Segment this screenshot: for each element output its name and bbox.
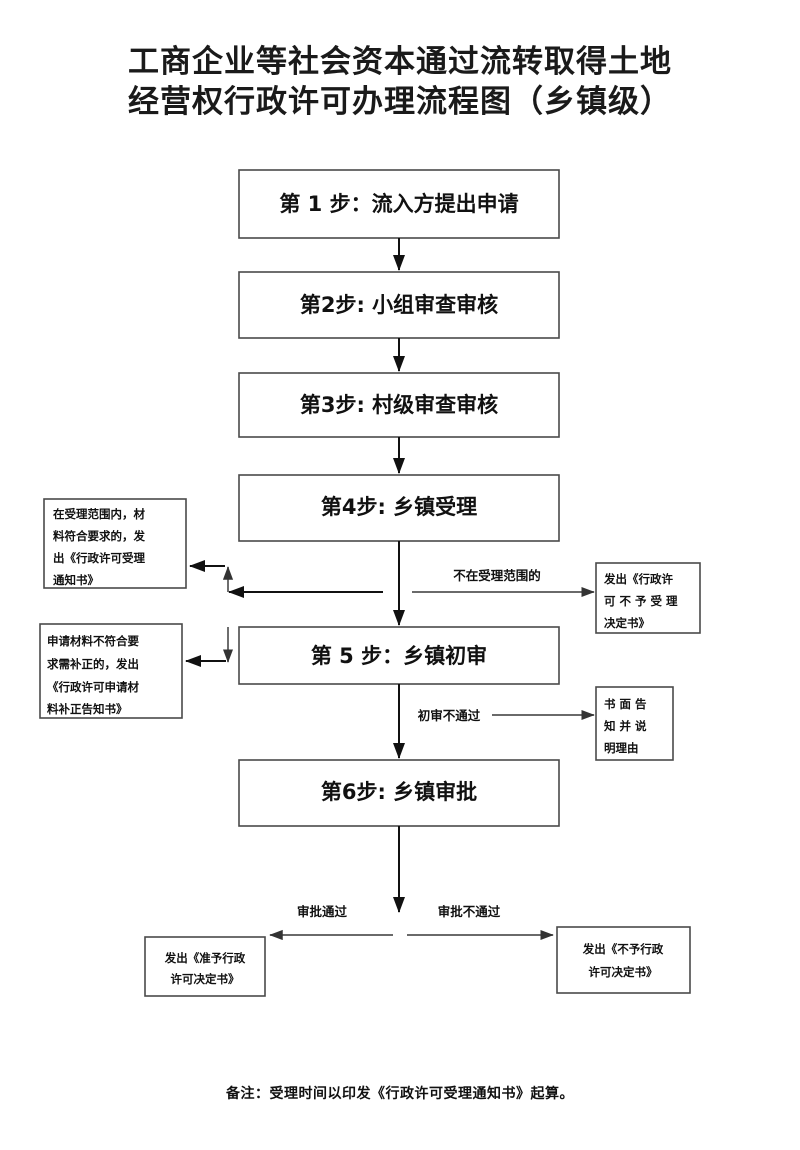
note-reject-accept-line-3: 决定书》 xyxy=(604,616,650,630)
page-title: 工商企业等社会资本通过流转取得土地 经营权行政许可办理流程图（乡镇级） xyxy=(0,42,800,122)
title-line-1: 工商企业等社会资本通过流转取得土地 xyxy=(128,44,672,80)
node-step1-label: 第 1 步：流入方提出申请 xyxy=(279,192,518,216)
node-note-grant[interactable]: 发出《准予行政 许可决定书》 xyxy=(144,936,266,997)
note-supplement-line-2: 求需补正的，发出 xyxy=(47,657,139,671)
note-reject-accept-line-2: 可 不 予 受 理 xyxy=(604,594,678,608)
note-grant-line-1: 发出《准予行政 xyxy=(164,951,246,965)
node-note-written-reason[interactable]: 书 面 告 知 并 说 明理由 xyxy=(595,686,674,761)
node-step6-label: 第6步: 乡镇审批 xyxy=(321,780,477,804)
title-line-2: 经营权行政许可办理流程图（乡镇级） xyxy=(128,84,672,120)
note-accept-line-1: 在受理范围内，材 xyxy=(53,507,145,521)
node-note-deny[interactable]: 发出《不予行政 许可决定书》 xyxy=(556,926,691,994)
edge-label-not-approved: 审批不通过 xyxy=(438,904,501,919)
note-accept-line-2: 料符合要求的，发 xyxy=(53,529,145,543)
note-accept-line-4: 通知书》 xyxy=(53,573,99,587)
node-step3-label: 第3步: 村级审查审核 xyxy=(300,393,498,417)
node-step1[interactable]: 第 1 步：流入方提出申请 xyxy=(238,169,560,239)
node-note-supplement[interactable]: 申请材料不符合要 求需补正的，发出 《行政许可申请材 料补正告知书》 xyxy=(39,623,183,719)
note-written-reason-line-1: 书 面 告 xyxy=(604,697,647,711)
node-step3[interactable]: 第3步: 村级审查审核 xyxy=(238,372,560,438)
note-supplement-line-4: 料补正告知书》 xyxy=(47,702,128,716)
edge-label-initial-review-failed: 初审不通过 xyxy=(418,708,481,723)
node-step4[interactable]: 第4步: 乡镇受理 xyxy=(238,474,560,542)
note-written-reason-line-3: 明理由 xyxy=(604,741,639,755)
node-step4-label: 第4步: 乡镇受理 xyxy=(321,495,477,519)
note-grant-line-2: 许可决定书》 xyxy=(171,972,240,986)
note-reject-accept-line-1: 发出《行政许 xyxy=(603,572,673,586)
note-supplement-line-1: 申请材料不符合要 xyxy=(47,634,139,648)
note-deny-line-2: 许可决定书》 xyxy=(589,965,658,979)
note-written-reason-line-2: 知 并 说 xyxy=(603,719,647,733)
note-deny-line-1: 发出《不予行政 xyxy=(582,942,664,956)
node-note-accept[interactable]: 在受理范围内，材 料符合要求的，发 出《行政许可受理 通知书》 xyxy=(43,498,187,589)
node-step2-label: 第2步: 小组审查审核 xyxy=(300,293,498,317)
note-supplement-line-3: 《行政许可申请材 xyxy=(47,680,139,694)
footer-note: 备注：受理时间以印发《行政许可受理通知书》起算。 xyxy=(226,1086,574,1102)
node-step6[interactable]: 第6步: 乡镇审批 xyxy=(238,759,560,827)
edge-label-approved: 审批通过 xyxy=(297,904,348,919)
note-accept-line-3: 出《行政许可受理 xyxy=(53,551,145,565)
node-note-reject-accept[interactable]: 发出《行政许 可 不 予 受 理 决定书》 xyxy=(595,562,701,634)
node-step5-label: 第 5 步：乡镇初审 xyxy=(311,644,487,668)
node-step2[interactable]: 第2步: 小组审查审核 xyxy=(238,271,560,339)
edge-label-not-in-scope: 不在受理范围的 xyxy=(453,568,541,583)
node-step5[interactable]: 第 5 步：乡镇初审 xyxy=(238,626,560,685)
